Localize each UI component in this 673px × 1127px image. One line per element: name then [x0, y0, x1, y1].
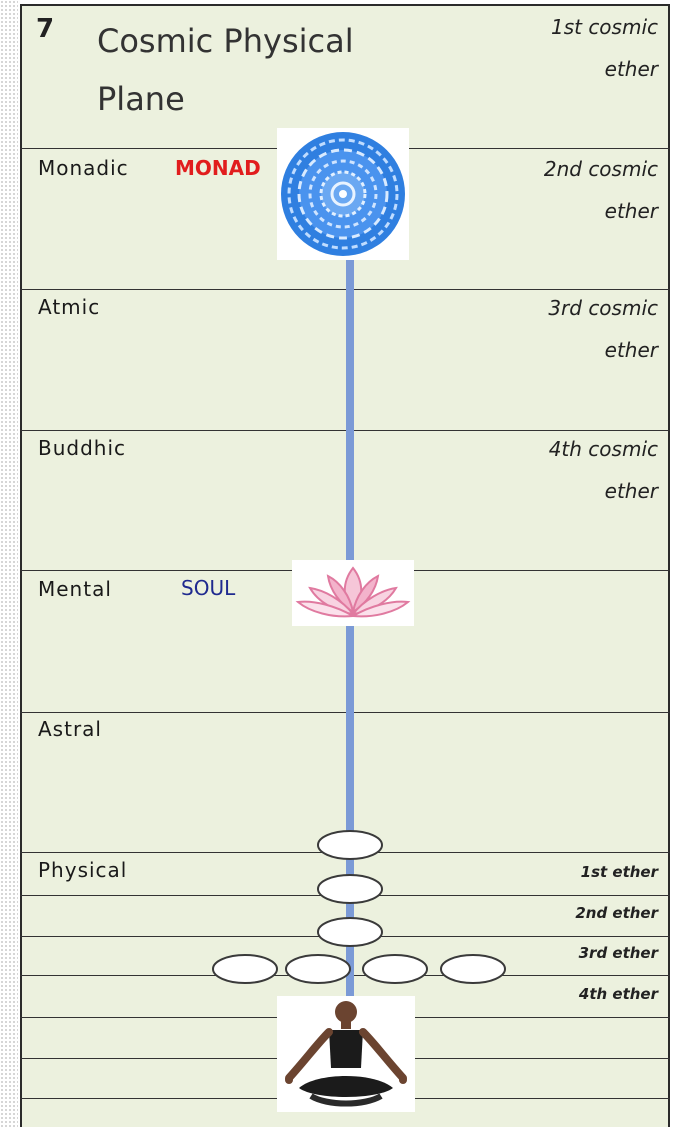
chakra-oval	[286, 955, 350, 983]
chakra-oval	[363, 955, 427, 983]
chakra-oval	[318, 875, 382, 903]
chakra-oval	[441, 955, 505, 983]
chakra-oval	[213, 955, 277, 983]
chakra-oval	[318, 831, 382, 859]
chakra-oval	[318, 918, 382, 946]
meditating-person-icon	[277, 996, 415, 1112]
person-figure	[277, 996, 415, 1112]
